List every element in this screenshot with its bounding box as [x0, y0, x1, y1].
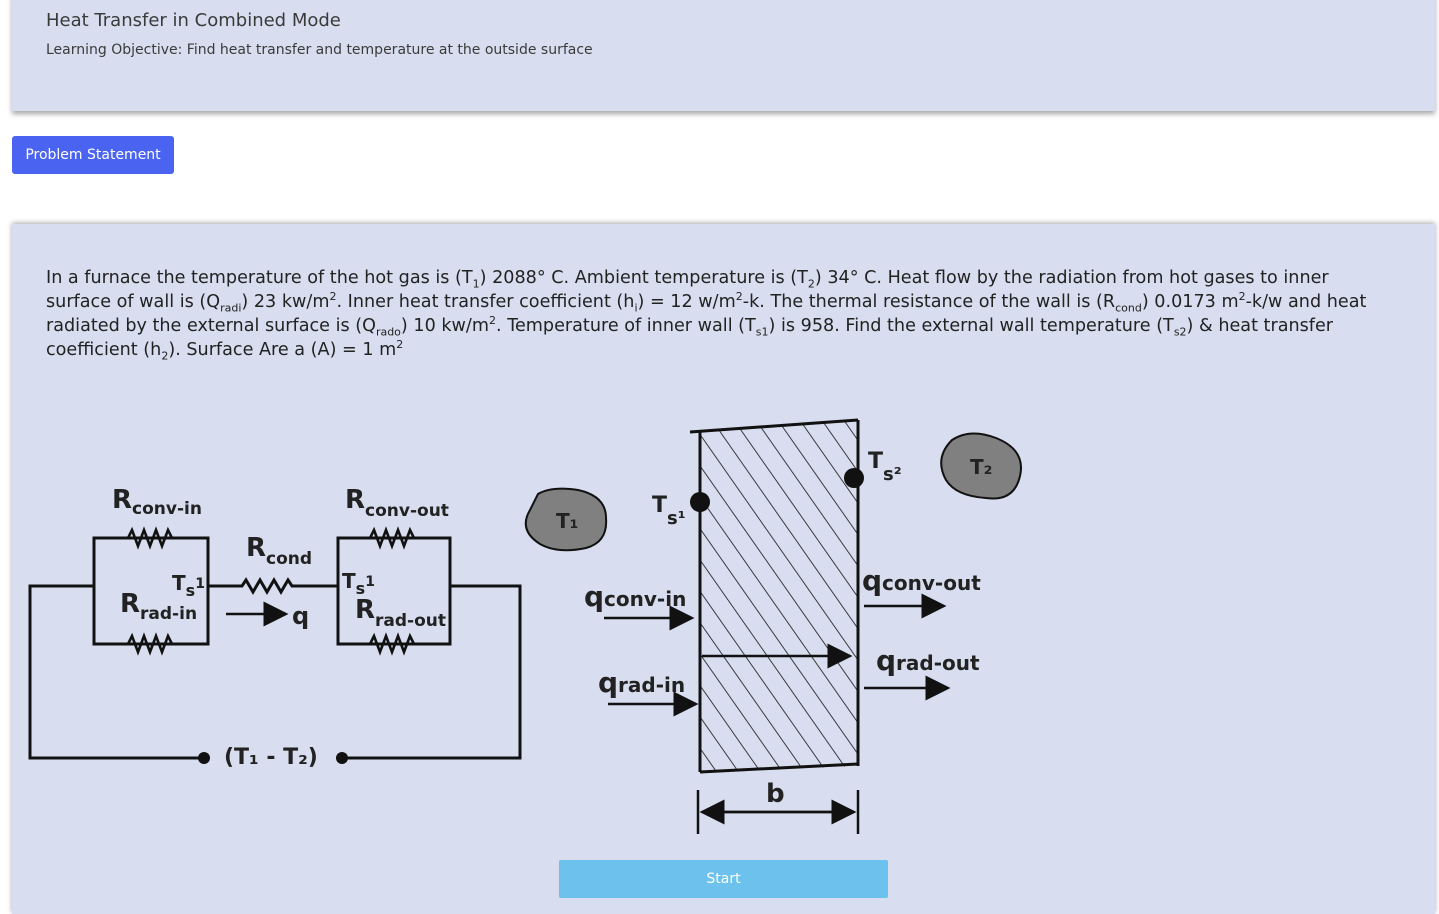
- ts1-wall-dot: [690, 492, 710, 512]
- r-conv-in-label: Rconv-in: [112, 485, 202, 519]
- wall-ts2-label: Ts²: [868, 449, 902, 485]
- temperature-difference-label: (T₁ - T₂): [224, 745, 318, 770]
- hot-gas-label: T₁: [556, 509, 578, 533]
- problem-text: In a furnace the temperature of the hot …: [46, 268, 1367, 363]
- r-cond-label: Rcond: [246, 533, 312, 569]
- learning-objective: Learning Objective: Find heat transfer a…: [46, 42, 593, 58]
- ts1-node-right: Ts1: [342, 569, 375, 598]
- q-conv-in-label: qconv-in: [584, 580, 686, 613]
- q-rad-out-label: qrad-out: [876, 644, 980, 677]
- header-card: Heat Transfer in Combined Mode Learning …: [12, 0, 1435, 111]
- ts2-wall-dot: [844, 468, 864, 488]
- heat-transfer-diagram: Rconv-in Rconv-out Rcond Rrad-in Rrad-ou…: [28, 418, 1022, 834]
- r-conv-out-label: Rconv-out: [345, 485, 449, 521]
- wall-thickness-label: b: [766, 779, 785, 809]
- r-rad-in-label: Rrad-in: [120, 589, 197, 624]
- q-conv-out-label: qconv-out: [862, 564, 981, 597]
- ts1-node-left: Ts1: [172, 571, 205, 600]
- q-label: q: [292, 602, 309, 630]
- page-title: Heat Transfer in Combined Mode: [46, 10, 341, 31]
- ambient-label: T₂: [970, 455, 992, 479]
- wall-ts1-label: Ts¹: [652, 493, 686, 529]
- thermal-circuit: [28, 526, 522, 760]
- r-rad-out-label: Rrad-out: [355, 595, 446, 631]
- start-button[interactable]: Start: [559, 860, 888, 898]
- terminal-dot-left: [198, 752, 210, 764]
- ambient-blob: [940, 432, 1022, 500]
- problem-card: In a furnace the temperature of the hot …: [12, 224, 1435, 914]
- hot-gas-blob: [524, 487, 608, 552]
- terminal-dot-right: [336, 752, 348, 764]
- wall-section: [689, 418, 860, 774]
- problem-statement-button[interactable]: Problem Statement: [12, 136, 174, 174]
- q-rad-in-label: qrad-in: [598, 666, 685, 699]
